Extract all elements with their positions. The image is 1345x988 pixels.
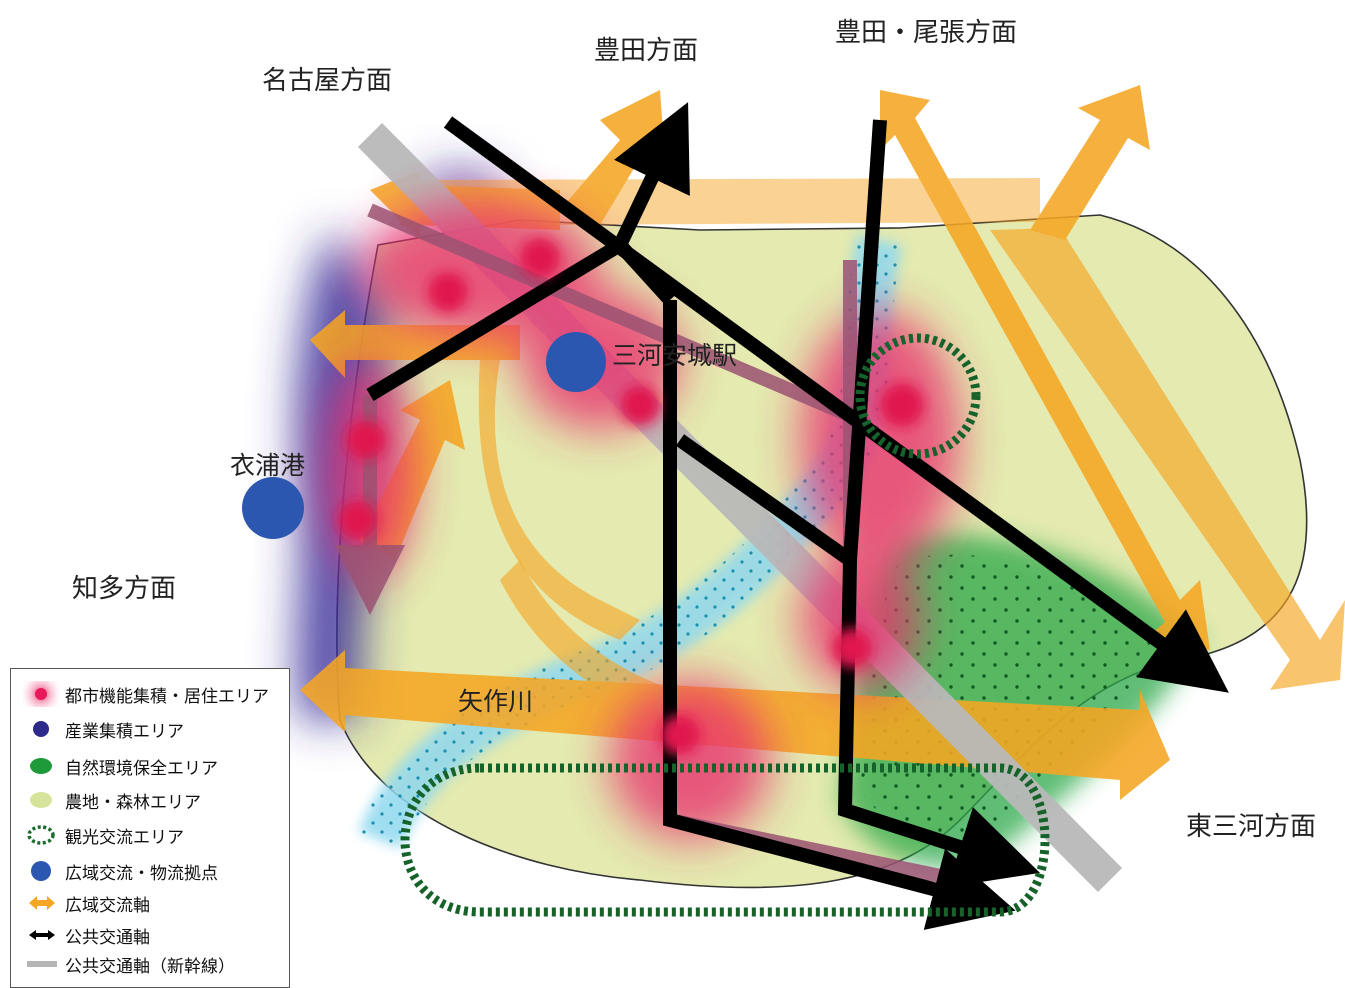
legend-label: 産業集積エリア xyxy=(65,721,184,742)
direction-nagoya-label: 名古屋方面 xyxy=(262,66,393,96)
logistics-hub-port xyxy=(242,477,304,539)
legend-item: 産業集積エリア xyxy=(19,714,184,744)
farm-forest-area-icon xyxy=(30,792,52,808)
legend-item: 観光交流エリア xyxy=(19,820,184,850)
legend-item: 広域交流・物流拠点 xyxy=(19,856,218,886)
shinkansen-axis-icon xyxy=(27,961,57,967)
public-transport-axis-icon xyxy=(29,930,55,940)
direction-toyota-label: 豊田方面 xyxy=(594,36,699,66)
logistics-hub-icon xyxy=(31,861,51,881)
legend-label: 農地・森林エリア xyxy=(65,792,201,813)
river-label: 矢作川 xyxy=(458,687,534,716)
legend-label: 広域交流軸 xyxy=(65,895,150,916)
industrial-area-icon xyxy=(33,721,49,737)
station-label: 三河安城駅 xyxy=(612,341,738,370)
legend-label: 公共交通軸 xyxy=(65,927,150,948)
nature-area-icon xyxy=(30,758,52,774)
legend-label: 自然環境保全エリア xyxy=(65,758,218,779)
legend-label: 公共交通軸（新幹線） xyxy=(65,956,235,977)
urban-centers xyxy=(338,238,924,755)
tourism-area-icon xyxy=(27,825,55,845)
legend-label: 観光交流エリア xyxy=(65,827,184,848)
legend-item: 自然環境保全エリア xyxy=(19,751,218,781)
public-transport-axes xyxy=(366,102,1229,930)
legend-item: 都市機能集積・居住エリア xyxy=(19,679,269,709)
port-label: 衣浦港 xyxy=(230,451,306,480)
legend-label: 広域交流・物流拠点 xyxy=(65,863,218,884)
direction-higashi-mikawa-label: 東三河方面 xyxy=(1186,812,1317,842)
wide-area-axes xyxy=(300,85,1345,800)
legend-label: 都市機能集積・居住エリア xyxy=(65,686,269,707)
direction-chita-label: 知多方面 xyxy=(72,574,177,604)
wide-axis-icon xyxy=(29,896,55,910)
legend-item: 公共交通軸（新幹線） xyxy=(19,949,235,979)
direction-toyota-owari-label: 豊田・尾張方面 xyxy=(835,18,1018,48)
logistics-hub-station xyxy=(546,332,606,392)
legend-item: 広域交流軸 xyxy=(19,888,150,918)
legend-item: 公共交通軸 xyxy=(19,920,150,950)
legend-item: 農地・森林エリア xyxy=(19,785,201,815)
urban-area-icon xyxy=(32,685,50,703)
tourism-areas xyxy=(400,333,1050,917)
map-legend: 都市機能集積・居住エリア 産業集積エリア 自然環境保全エリア 農地・森林エリア … xyxy=(10,668,290,988)
